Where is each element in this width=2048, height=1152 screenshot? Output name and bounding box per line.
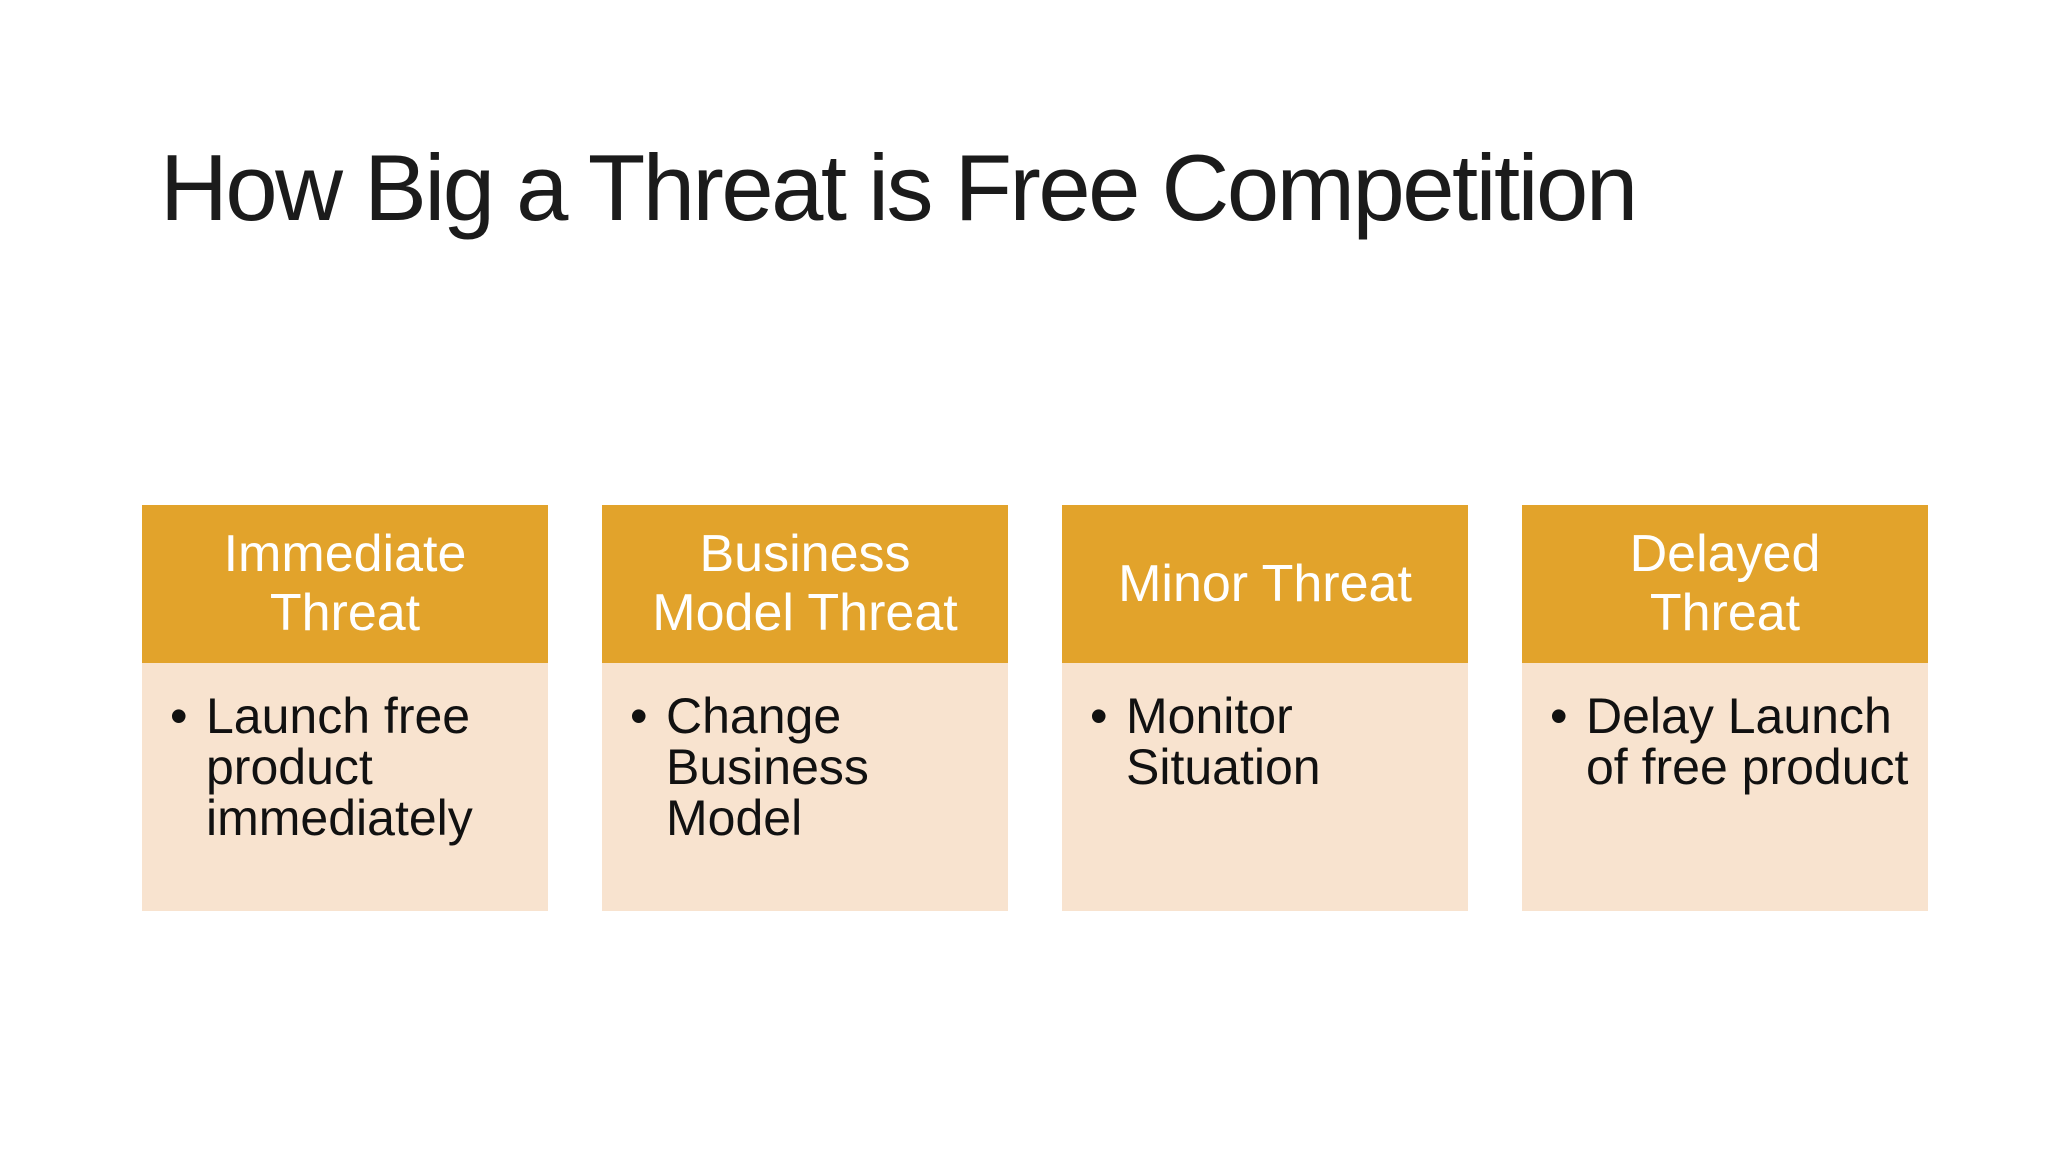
card-business-model-threat: Business Model Threat • Change Business …: [602, 505, 1008, 911]
bullet-text: Change Business Model: [666, 688, 869, 846]
list-item: • Delay Launch of free product: [1550, 691, 1916, 793]
card-header-business-model-threat: Business Model Threat: [602, 505, 1008, 663]
card-body-delayed-threat: • Delay Launch of free product: [1522, 663, 1928, 911]
card-body-immediate-threat: • Launch free product immediately: [142, 663, 548, 911]
card-delayed-threat: Delayed Threat • Delay Launch of free pr…: [1522, 505, 1928, 911]
bullet-text: Monitor Situation: [1126, 688, 1321, 795]
bullet-icon: •: [1090, 688, 1108, 744]
card-body-business-model-threat: • Change Business Model: [602, 663, 1008, 911]
bullet-text: Launch free product immediately: [206, 688, 473, 846]
threat-matrix: Immediate Threat • Launch free product i…: [142, 505, 1928, 911]
card-immediate-threat: Immediate Threat • Launch free product i…: [142, 505, 548, 911]
bullet-text: Delay Launch of free product: [1586, 688, 1909, 795]
card-header-minor-threat: Minor Threat: [1062, 505, 1468, 663]
slide-title: How Big a Threat is Free Competition: [160, 135, 1638, 240]
card-body-minor-threat: • Monitor Situation: [1062, 663, 1468, 911]
list-item: • Launch free product immediately: [170, 691, 536, 844]
list-item: • Change Business Model: [630, 691, 996, 844]
bullet-icon: •: [1550, 688, 1568, 744]
bullet-icon: •: [630, 688, 648, 744]
card-header-delayed-threat: Delayed Threat: [1522, 505, 1928, 663]
list-item: • Monitor Situation: [1090, 691, 1456, 793]
bullet-icon: •: [170, 688, 188, 744]
card-header-immediate-threat: Immediate Threat: [142, 505, 548, 663]
card-minor-threat: Minor Threat • Monitor Situation: [1062, 505, 1468, 911]
